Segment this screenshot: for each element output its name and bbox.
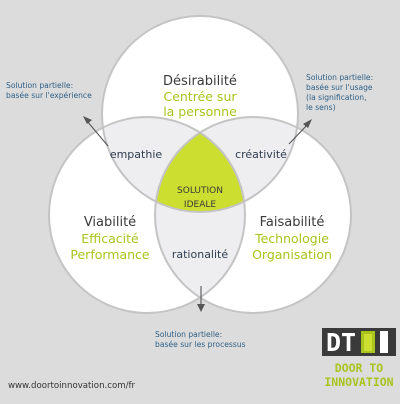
viability-title: Viabilité — [84, 215, 136, 230]
desirability-title: Désirabilité — [163, 74, 237, 89]
feasibility-line1: Technologie — [254, 231, 329, 246]
circle-viability-outline — [48, 116, 246, 314]
note-right-line3: (la signification, — [306, 93, 367, 102]
overlap-label-creativite: créativité — [235, 148, 287, 161]
feasibility-line2: Organisation — [252, 247, 332, 262]
center-label-line1: SOLUTION — [177, 186, 223, 196]
desirability-line1: Centrée sur — [163, 89, 237, 104]
overlap-label-empathie: empathie — [110, 148, 163, 161]
center-region — [155, 117, 245, 212]
desirability-line2: la personne — [163, 104, 237, 119]
note-right-line2: basée sur l'usage — [306, 83, 373, 92]
logo-letters: DT — [326, 328, 356, 357]
overlap-label-rationalite: rationalité — [172, 248, 229, 261]
viability-line2: Performance — [70, 247, 150, 262]
feasibility-title: Faisabilité — [260, 215, 325, 230]
arrow-right — [288, 119, 312, 145]
note-right-line1: Solution partielle: — [306, 73, 373, 82]
viability-line1: Efficacité — [81, 231, 139, 246]
note-left-line1: Solution partielle: — [6, 81, 73, 90]
arrow-bottom — [197, 286, 205, 312]
note-bottom-line1: Solution partielle: — [155, 330, 222, 339]
note-bottom-line2: basée sur les processus — [155, 340, 246, 349]
circle-feasibility-outline — [154, 116, 352, 314]
circle-desirability-outline — [101, 15, 299, 213]
logo-line2: INNOVATION — [324, 375, 393, 389]
logo-bar-icon — [380, 331, 388, 353]
note-right-line4: le sens) — [306, 103, 336, 112]
website-url[interactable]: www.doortoinnovation.com/fr — [8, 381, 136, 391]
note-left-line2: basée sur l'expérience — [6, 91, 92, 100]
door-to-innovation-logo: DT DOOR TO INNOVATION — [322, 328, 396, 389]
logo-line1: DOOR TO — [335, 361, 384, 375]
center-label-line2: IDEALE — [184, 200, 216, 210]
arrow-left — [83, 116, 109, 147]
logo-door-panel — [364, 334, 372, 351]
